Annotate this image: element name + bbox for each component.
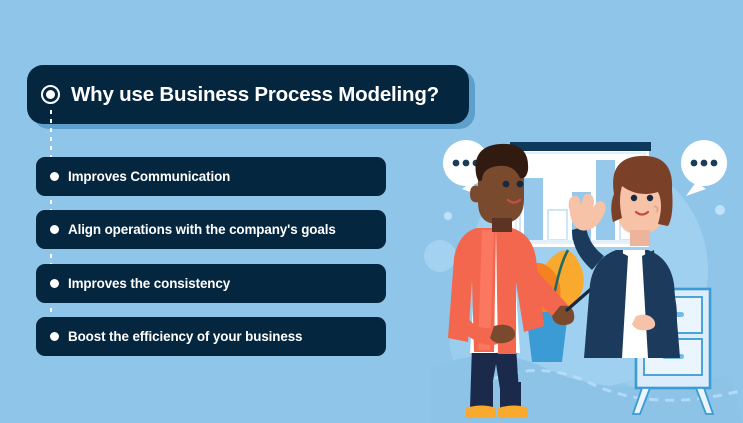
presenter-character (448, 143, 612, 418)
dot-bullet-icon (50, 225, 59, 234)
list-item-label: Improves the consistency (68, 276, 231, 291)
list-item[interactable]: Improves the consistency (36, 264, 386, 303)
speech-bubble-icon-right (681, 140, 727, 196)
ring-bullet-icon (41, 85, 60, 104)
list-item[interactable]: Improves Communication (36, 157, 386, 196)
listener-character (568, 155, 680, 358)
list-item[interactable]: Boost the efficiency of your business (36, 317, 386, 356)
list-item-label: Align operations with the company's goal… (68, 222, 336, 237)
list-item[interactable]: Align operations with the company's goal… (36, 210, 386, 249)
page-title: Why use Business Process Modeling? (71, 82, 439, 106)
list-item-label: Improves Communication (68, 169, 231, 184)
header-banner: Why use Business Process Modeling? (27, 65, 469, 124)
business-presentation-illustration (420, 120, 743, 423)
waving-hand-icon (568, 193, 606, 231)
dot-bullet-icon (50, 332, 59, 341)
list-item-label: Boost the efficiency of your business (68, 329, 303, 344)
dot-bullet-icon (50, 172, 59, 181)
dot-bullet-icon (50, 279, 59, 288)
